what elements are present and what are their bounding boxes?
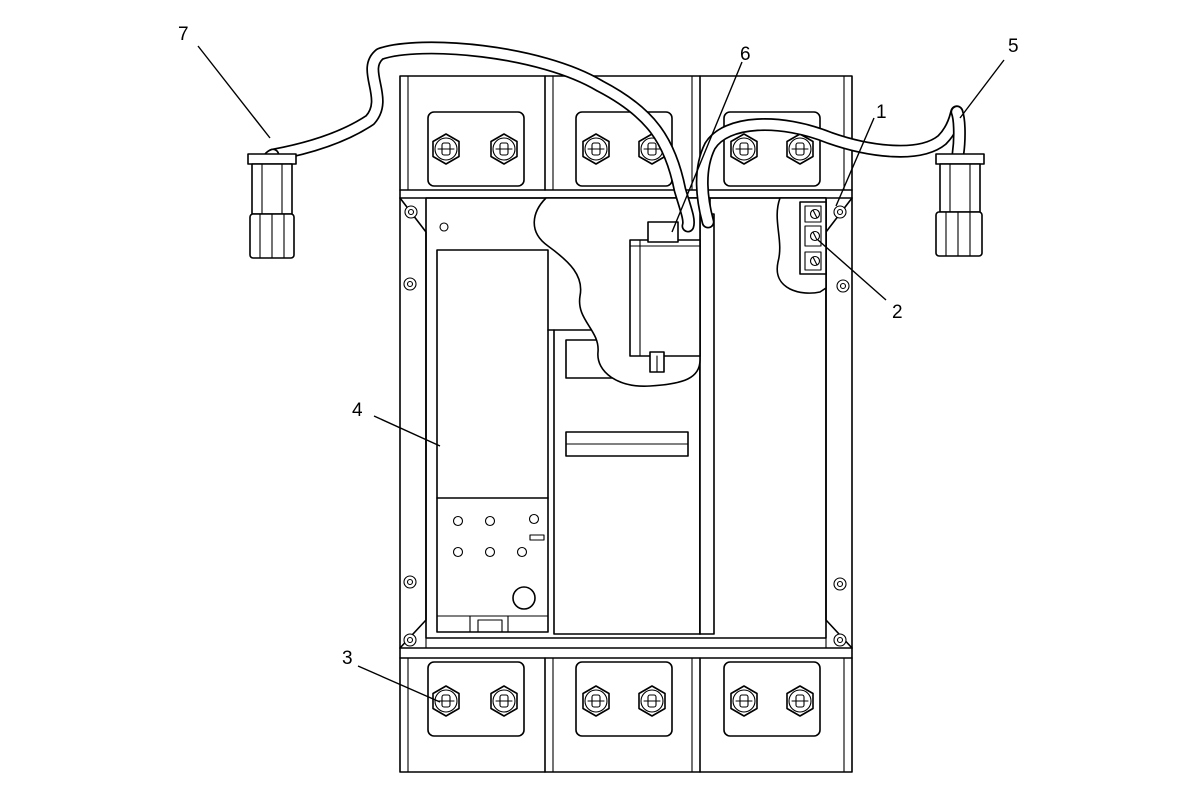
- screw-icon: [833, 205, 847, 219]
- accessory-module: [629, 221, 701, 373]
- screw-icon: [833, 577, 847, 591]
- hex-bolt-icon: [490, 133, 518, 165]
- terminal-block: [776, 197, 827, 294]
- hex-bolt-icon: [432, 685, 460, 717]
- callout-4: 4: [352, 400, 363, 421]
- screw-icon: [403, 277, 417, 291]
- hex-bolt-icon: [582, 133, 610, 165]
- callout-5: 5: [1008, 36, 1019, 57]
- hex-bolt-icon: [786, 685, 814, 717]
- hex-bolt-icon: [730, 133, 758, 165]
- screw-icon: [833, 633, 847, 647]
- callout-7: 7: [178, 24, 189, 45]
- bottom-terminal-bolts: [432, 685, 814, 717]
- hex-bolt-icon: [582, 685, 610, 717]
- callout-leaders: [197, 45, 1005, 703]
- hex-bolt-icon: [432, 133, 460, 165]
- callout-3: 3: [342, 648, 353, 669]
- hex-bolt-icon: [638, 685, 666, 717]
- hex-bolt-icon: [730, 685, 758, 717]
- callout-2: 2: [892, 302, 903, 323]
- screw-icon: [403, 575, 417, 589]
- screw-icon: [404, 205, 418, 219]
- wiring-harness: [261, 41, 966, 233]
- mounting-screws: [403, 205, 850, 647]
- left-connector: [247, 153, 297, 259]
- callout-labels: 7 6 5 1 2 4 3: [178, 24, 1019, 669]
- indicator-hole: [439, 222, 449, 232]
- callout-1: 1: [876, 102, 887, 123]
- screw-icon: [403, 633, 417, 647]
- screw-icon: [836, 279, 850, 293]
- callout-6: 6: [740, 44, 751, 65]
- right-connector: [935, 153, 985, 257]
- bottom-terminals: [427, 661, 821, 737]
- hex-bolt-icon: [490, 685, 518, 717]
- hex-bolt-icon: [786, 133, 814, 165]
- trip-unit: [436, 249, 549, 633]
